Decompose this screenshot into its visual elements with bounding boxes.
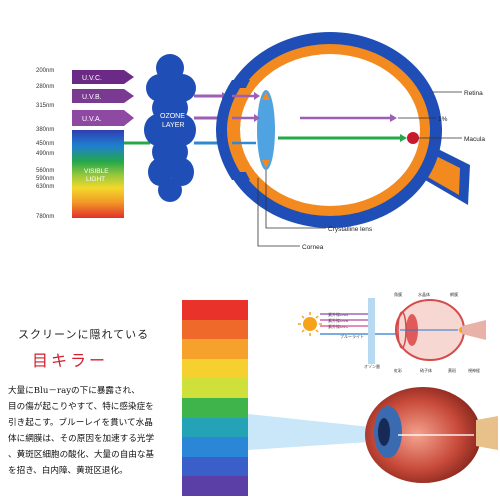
- macula-ja-label: 黄斑: [448, 367, 456, 373]
- retina-ja-label: 網膜: [450, 291, 458, 297]
- body-line: 体に網膜は、その原因を加速する光学: [8, 434, 155, 444]
- visible-light-bar: [72, 130, 124, 218]
- uvb-label: U.V.B.: [82, 94, 102, 101]
- cornea-ja-label: 角膜: [394, 291, 402, 297]
- macula-label: Macula: [464, 136, 485, 143]
- spectrum-band: [182, 417, 248, 438]
- spectrum-band: [182, 437, 248, 457]
- visible-label-line1: VISIBLE: [84, 168, 109, 175]
- one-percent-label: 1%: [438, 116, 448, 123]
- large-eye-illustration: [248, 387, 498, 483]
- vitreous-ja-label: 硝子体: [420, 367, 432, 373]
- spectrum-column: [182, 300, 248, 496]
- crystalline-lens-label: Crystalline lens: [328, 226, 373, 233]
- blue-light-beam: [248, 414, 398, 450]
- uvb-band: [72, 89, 134, 103]
- uvc-label: U.V.C.: [82, 75, 102, 82]
- wavelength-label: 490nm: [36, 151, 54, 157]
- wavelength-label: 590nm: [36, 176, 54, 182]
- body-text: 大量にBlu－rayの下に暴露され、 目の傷が起こりやすて、特に感染症を 引き起…: [8, 383, 176, 479]
- spectrum-band: [182, 358, 248, 379]
- spectrum-band: [182, 339, 248, 359]
- eyeball: [216, 32, 470, 228]
- optic-nerve: [476, 416, 498, 450]
- body-line: 大量にBlu－rayの下に暴露され、: [8, 386, 140, 396]
- macula-dot: [407, 132, 419, 144]
- small-eyeball: [395, 299, 486, 361]
- spectrum-band: [182, 378, 248, 398]
- wavelength-label: 450nm: [36, 141, 54, 147]
- ozone-label-line1: OZONE: [160, 113, 185, 120]
- optic-ja-label: 視神経: [468, 367, 480, 373]
- uv-band-arrows: U.V.C. U.V.B. U.V.A.: [72, 70, 134, 126]
- callout-lines: [257, 91, 462, 247]
- cornea-label: Cornea: [302, 244, 324, 251]
- ozone-label-line2: LAYER: [162, 122, 184, 129]
- wavelength-label: 315nm: [36, 103, 54, 109]
- top-eye-diagram: 200nm 280nm 315nm 380nm 450nm 490nm 560n…: [36, 32, 485, 251]
- uva-band: [72, 110, 134, 126]
- wavelength-label: 380nm: [36, 127, 54, 133]
- body-line: 引き起こす。ブルーレイを貫いて水晶: [8, 418, 153, 428]
- spectrum-band: [182, 397, 248, 418]
- wavelength-label: 560nm: [36, 168, 54, 174]
- sun-icon: [298, 312, 322, 336]
- body-line: 目の傷が起こりやすて、特に感染症を: [8, 402, 154, 412]
- uvc-band: [72, 70, 134, 84]
- spectrum-band: [182, 456, 248, 477]
- spectrum-band: [182, 476, 248, 496]
- visible-label-line2: LIGHT: [86, 176, 105, 183]
- wavelength-label: 780nm: [36, 214, 54, 220]
- wavelength-label: 280nm: [36, 84, 54, 90]
- crystalline-lens: [257, 90, 275, 170]
- body-line: を招き、白内障、黄斑区退化。: [8, 466, 128, 476]
- wavelength-label: 200nm: [36, 68, 54, 74]
- ozone-band: [368, 298, 375, 364]
- spectrum-band: [182, 319, 248, 340]
- iris-ja-label: 虹彩: [394, 367, 402, 373]
- wavelength-scale: 200nm 280nm 315nm 380nm 450nm 490nm 560n…: [36, 68, 54, 220]
- body-line: 、黄斑区細胞の酸化、大量の自由な基: [8, 450, 155, 460]
- spectrum-band: [182, 300, 248, 320]
- lens-ja-label: 水晶体: [418, 291, 430, 297]
- uva-label: U.V.A.: [82, 116, 102, 123]
- eye-killer-title: 目キラー: [32, 351, 109, 370]
- screen-hidden-heading: スクリーンに隠れている: [18, 328, 150, 341]
- ozone-ja-label: オゾン層: [364, 363, 380, 369]
- blue-light-ja-label: ブルーライト: [340, 333, 364, 339]
- wavelength-label: 630nm: [36, 184, 54, 190]
- ozone-cloud: [144, 54, 196, 202]
- small-eye-diagram: 紫外線UVA 紫外線UVB 紫外線UVC ブルーライト オゾン層 角膜 水晶体 …: [298, 291, 486, 373]
- eye-pupil: [378, 418, 390, 446]
- retina-label: Retina: [464, 90, 483, 97]
